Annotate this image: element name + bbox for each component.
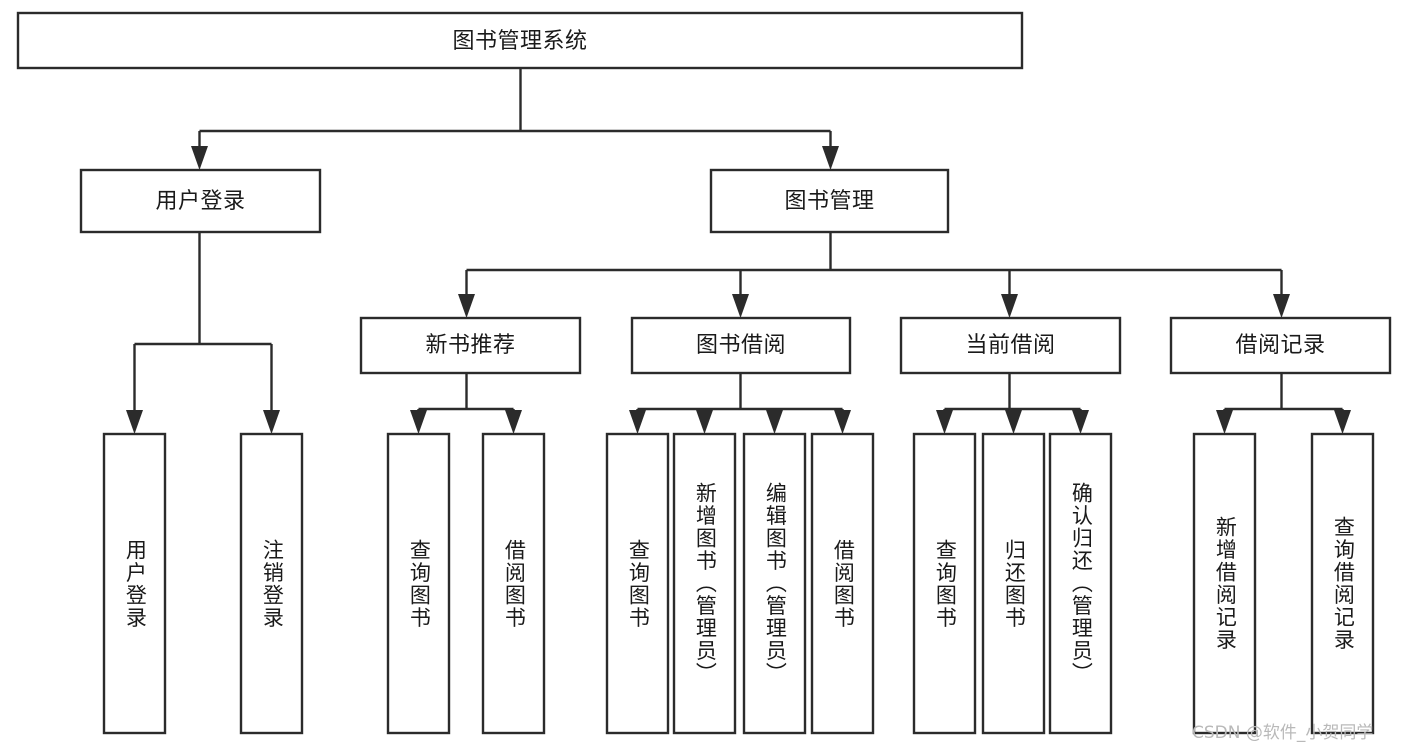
node-box-leaf-cb-return-book[interactable]	[981, 432, 1046, 735]
arrow-head-br-query-record	[1334, 410, 1351, 434]
connector-group-new-book	[410, 373, 522, 434]
connector-group-root	[191, 68, 839, 170]
arrow-head-cb-confirm-return	[1072, 410, 1089, 434]
node-box-book-management[interactable]	[709, 168, 950, 234]
node-box-leaf-br-add-record[interactable]	[1192, 432, 1257, 735]
node-box-leaf-bb-add-book[interactable]	[672, 432, 737, 735]
node-box-leaf-br-query-record[interactable]	[1310, 432, 1375, 735]
node-box-root[interactable]	[16, 11, 1024, 70]
connector-group-current-borrow	[936, 373, 1089, 434]
connector-group-borrow-record	[1216, 373, 1351, 434]
arrow-head-br-add-record	[1216, 410, 1233, 434]
node-box-borrow-record[interactable]	[1169, 316, 1392, 375]
node-label-root: 图书管理系统	[452, 29, 587, 54]
connector-group-book-mgmt	[458, 232, 1290, 318]
node-label-book-borrow: 图书借阅	[696, 333, 786, 358]
node-label-book-management: 图书管理	[784, 189, 874, 214]
arrow-head-user-login	[191, 146, 208, 170]
node-box-leaf-nb-query-book[interactable]	[386, 432, 451, 735]
arrow-head-bb-edit-book	[766, 410, 783, 434]
node-box-leaf-bb-query-book[interactable]	[605, 432, 670, 735]
node-label-current-borrow: 当前借阅	[965, 333, 1055, 358]
node-box-leaf-bb-edit-book[interactable]	[742, 432, 807, 735]
node-label-user-login: 用户登录	[155, 189, 245, 214]
connector-group-book-borrow	[629, 373, 851, 434]
arrow-head-cb-return-book	[1005, 410, 1022, 434]
connector-group-user-login	[126, 232, 280, 434]
arrow-head-bb-query-book	[629, 410, 646, 434]
arrow-head-leaf-user-login	[126, 410, 143, 434]
arrow-head-bb-borrow-book	[834, 410, 851, 434]
csdn-watermark: CSDN @软件_小贺同学	[1192, 723, 1374, 743]
node-box-book-borrow[interactable]	[630, 316, 852, 375]
arrow-head-borrow-record	[1273, 294, 1290, 318]
node-box-leaf-user-login[interactable]	[102, 432, 167, 735]
arrow-head-book-mgmt	[822, 146, 839, 170]
arrow-head-nb-query-book	[410, 410, 427, 434]
arrow-head-book-borrow	[732, 294, 749, 318]
node-box-leaf-bb-borrow-book[interactable]	[810, 432, 875, 735]
node-box-new-book-recommend[interactable]	[359, 316, 582, 375]
arrow-head-nb-borrow-book	[505, 410, 522, 434]
node-box-leaf-cb-query-book[interactable]	[912, 432, 977, 735]
node-label-new-book-recommend: 新书推荐	[425, 333, 515, 358]
node-box-current-borrow[interactable]	[899, 316, 1122, 375]
node-box-user-login[interactable]	[79, 168, 322, 234]
node-box-leaf-nb-borrow-book[interactable]	[481, 432, 546, 735]
arrow-head-current-borrow	[1001, 294, 1018, 318]
arrow-head-new-book	[458, 294, 475, 318]
arrow-head-leaf-logout	[263, 410, 280, 434]
node-label-borrow-record: 借阅记录	[1235, 333, 1325, 358]
arrow-head-bb-add-book	[696, 410, 713, 434]
node-box-leaf-logout[interactable]	[239, 432, 304, 735]
arrow-head-cb-query-book	[936, 410, 953, 434]
node-box-leaf-cb-confirm-return[interactable]	[1048, 432, 1113, 735]
